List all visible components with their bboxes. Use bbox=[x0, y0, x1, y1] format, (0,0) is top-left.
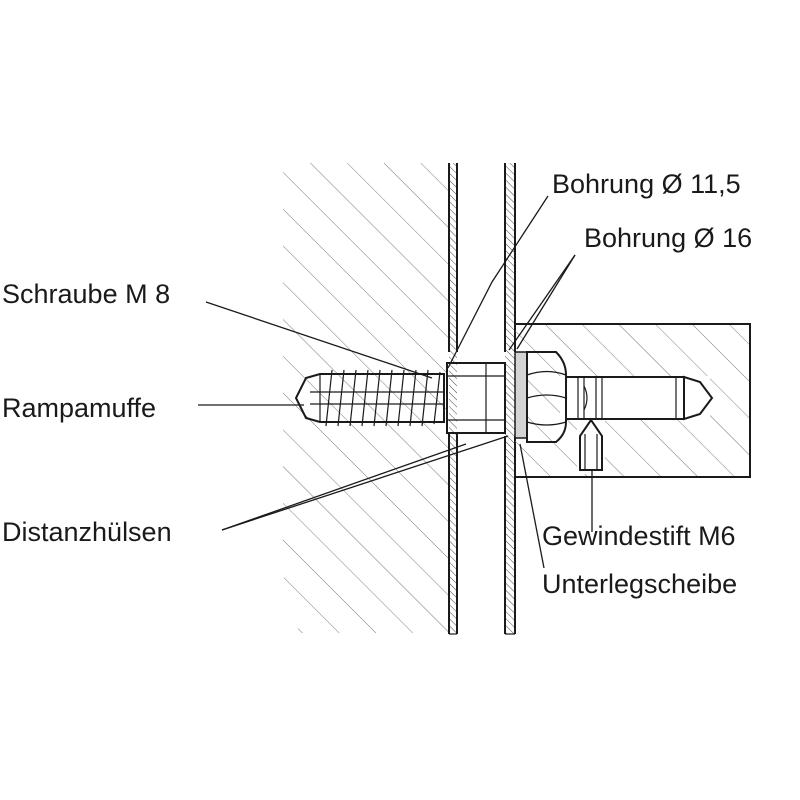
label-gewindestift: Gewindestift M6 bbox=[542, 521, 736, 551]
leader-bohrung-16-b bbox=[516, 254, 576, 350]
hex-nut bbox=[526, 351, 567, 443]
leader-bohrung-115 bbox=[447, 195, 549, 369]
label-schraube: Schraube M 8 bbox=[2, 279, 170, 309]
rampamuffe-insert bbox=[294, 369, 445, 427]
bolt-shaft bbox=[565, 375, 714, 421]
leader-lines bbox=[198, 195, 593, 569]
label-bohrung-16: Bohrung Ø 16 bbox=[584, 223, 752, 253]
panel-right bbox=[504, 163, 516, 635]
right-block-section bbox=[515, 323, 751, 478]
label-bohrung-115: Bohrung Ø 11,5 bbox=[552, 169, 741, 199]
leader-distanzhuelsen-a bbox=[221, 443, 467, 531]
left-wall-section bbox=[283, 163, 448, 633]
leader-unterlegscheibe bbox=[519, 443, 545, 569]
label-distanzhuelsen: Distanzhülsen bbox=[2, 517, 172, 547]
set-screw bbox=[579, 418, 603, 471]
leader-bohrung-16-a bbox=[508, 254, 576, 351]
label-unterlegscheibe: Unterlegscheibe bbox=[542, 569, 737, 599]
panel-left bbox=[448, 163, 458, 635]
label-rampamuffe: Rampamuffe bbox=[2, 393, 156, 423]
labels: Bohrung Ø 11,5 Bohrung Ø 16 Schraube M 8… bbox=[2, 169, 752, 599]
distance-sleeve bbox=[446, 362, 506, 434]
leader-distanzhuelsen-b bbox=[221, 435, 509, 531]
washer bbox=[514, 351, 528, 439]
leader-schraube bbox=[205, 301, 433, 379]
